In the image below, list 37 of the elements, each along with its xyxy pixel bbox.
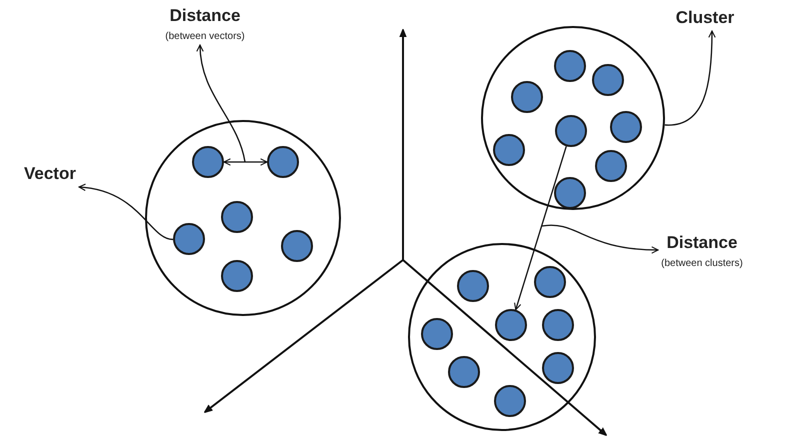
callout-subtitle: (between clusters): [661, 258, 743, 269]
leader-line: [78, 184, 174, 240]
vector-dot: [221, 260, 253, 292]
leader-line: [196, 44, 246, 162]
distance-arrow: [223, 158, 268, 166]
cluster-circle: [408, 243, 596, 431]
callout-label: Vector: [24, 164, 76, 184]
vector-dot: [192, 146, 224, 178]
vector-dot: [511, 81, 543, 113]
vector-dot: [281, 230, 313, 262]
leader-line: [542, 224, 659, 254]
vector-dot: [448, 356, 480, 388]
vector-dot: [173, 223, 205, 255]
vector-dot: [457, 270, 489, 302]
vector-dot: [542, 309, 574, 341]
vector-dot: [267, 146, 299, 178]
distance-arrow: [514, 146, 567, 310]
vector-dot: [555, 115, 587, 147]
vector-dot: [534, 266, 566, 298]
callout-subtitle: (between vectors): [165, 31, 245, 42]
vector-dot: [494, 385, 526, 417]
vector-dot: [592, 64, 624, 96]
vector-dot: [495, 309, 527, 341]
vector-dot: [554, 177, 586, 209]
cluster-circle: [145, 120, 341, 316]
vector-dot: [493, 134, 525, 166]
callout-label: Distance: [666, 233, 738, 253]
vector-dot: [554, 50, 586, 82]
leader-line: [664, 30, 716, 126]
cluster-circle: [481, 26, 665, 210]
vector-dot: [610, 111, 642, 143]
vector-dot: [421, 318, 453, 350]
vector-dot: [221, 201, 253, 233]
vector-dot: [542, 352, 574, 384]
callout-label: Distance: [170, 6, 240, 26]
vector-dot: [595, 150, 627, 182]
callout-label: Cluster: [676, 8, 734, 28]
